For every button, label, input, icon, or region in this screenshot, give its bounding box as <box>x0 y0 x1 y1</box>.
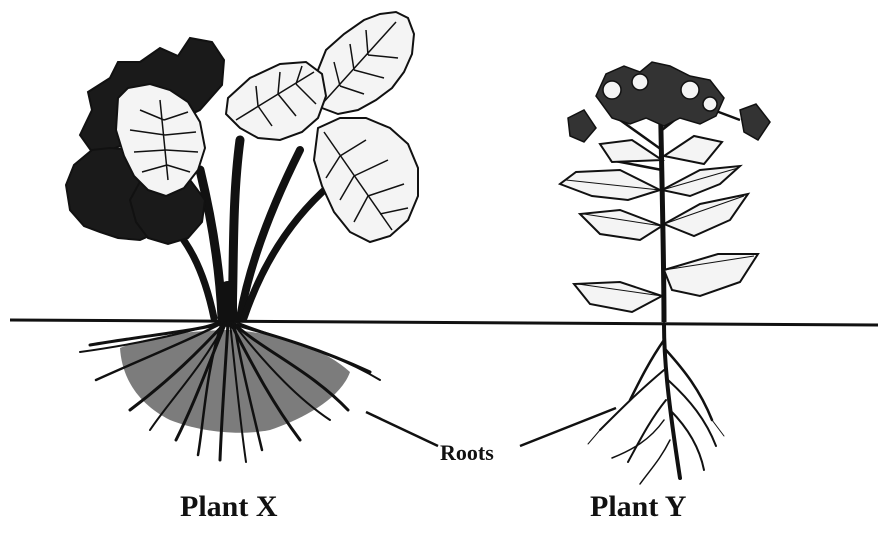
roots-label: Roots <box>440 440 494 466</box>
soil-surface-line <box>10 320 878 325</box>
plant-x-leaf-lower-right <box>314 118 418 242</box>
plant-x-roots-mass <box>120 330 350 433</box>
plant-x-label: Plant X <box>180 490 278 524</box>
plant-y-label: Plant Y <box>590 490 686 524</box>
plant-x <box>66 12 418 462</box>
plant-x-leaf-upper-right <box>314 12 414 114</box>
plant-y-flower-cluster <box>568 62 770 142</box>
roots-pointer-x <box>366 412 438 446</box>
plant-y-roots <box>588 324 724 484</box>
plant-y <box>560 62 770 484</box>
